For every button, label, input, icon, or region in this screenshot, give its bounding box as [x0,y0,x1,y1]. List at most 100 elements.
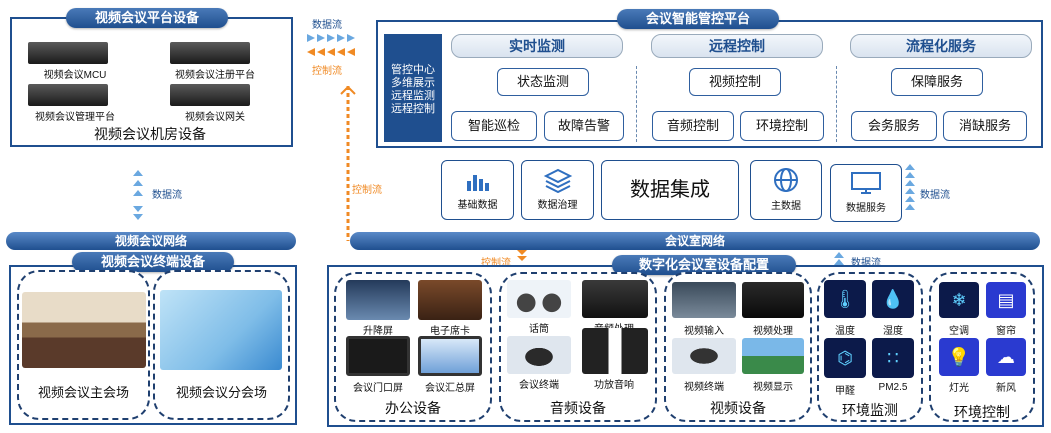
fresh-air-icon: ☁ [986,338,1026,376]
data-flow-label-left: 数据流 [152,190,182,201]
amplifier-speaker-image [582,328,648,374]
data-governance-card: 数据治理 [521,160,594,220]
section-realtime-monitor: 实时监测 [451,34,623,58]
main-venue-label: 视频会议主会场 [37,385,129,400]
device-label-register: 视频会议注册平台 [175,70,255,81]
e-name-card-label: 电子席卡 [430,326,470,337]
monitor-icon [851,172,881,194]
meeting-room-network-bar: 会议室网络 [350,232,1040,250]
server-icon [170,84,250,106]
smart-inspect-box: 智能巡检 [451,111,537,141]
summary-screen-label: 会议汇总屏 [425,383,475,394]
platform-devices-footer: 视频会议机房设备 [94,126,206,142]
pm25-icon: ∷ [872,338,914,378]
formaldehyde-icon: ⌬ [824,338,866,378]
temperature-label: 温度 [835,326,855,337]
lighting-icon: 💡 [939,338,979,376]
formaldehyde-label: 甲醛 [835,386,855,397]
control-flow-label-mid: 控制流 [352,185,382,196]
lift-screen-label: 升降屏 [363,326,393,337]
branch-venue-label: 视频会议分会场 [175,385,267,400]
video-input-label: 视频输入 [684,326,724,337]
side-text-line: 远程监测 [391,90,435,102]
branch-venue-image [160,290,282,370]
device-label-manage: 视频会议管理平台 [35,112,115,123]
env-control-group-label: 环境控制 [954,404,1010,420]
humidity-label: 湿度 [883,326,903,337]
bar-chart-icon [466,175,489,191]
data-flow-arrow-left [133,170,143,220]
summary-screen-image [418,336,482,376]
server-icon [28,84,108,106]
video-display-image [742,338,804,374]
env-control-box: 环境控制 [740,111,824,141]
air-conditioner-icon: ❄ [939,282,979,318]
video-group-label: 视频设备 [710,400,766,416]
video-input-image [672,282,736,318]
microphone-image [507,280,571,318]
side-text-line: 多维展示 [391,77,435,89]
support-service-box: 保障服务 [891,68,983,96]
basic-data-label: 基础数据 [457,200,498,211]
audio-processor-image [582,280,648,318]
data-flow-label-bottom: 数据流 [851,258,881,269]
lighting-label: 灯光 [949,383,969,394]
curtain-icon: ▤ [986,282,1026,318]
side-text-line: 远程控制 [391,103,435,115]
door-screen-image [346,336,410,376]
fault-alarm-box: 故障告警 [544,111,624,141]
video-processor-image [742,282,804,318]
meeting-service-box: 会务服务 [851,111,937,141]
temperature-icon: 🌡 [824,280,866,318]
section-remote-control: 远程控制 [651,34,823,58]
data-flow-arrow-right [905,164,915,210]
video-control-box: 视频控制 [689,68,781,96]
data-flow-arrow-up [834,252,844,265]
audio-control-box: 音频控制 [652,111,734,141]
control-flow-arrow-vertical [340,86,356,241]
defect-service-box: 消缺服务 [943,111,1027,141]
pm25-label: PM2.5 [878,382,908,393]
section-divider [836,66,837,142]
device-label-gateway: 视频会议网关 [185,112,245,123]
video-display-label: 视频显示 [753,382,793,393]
curtain-label: 窗帘 [996,326,1016,337]
server-icon [28,42,108,64]
data-service-card: 数据服务 [830,164,902,222]
data-integration-label: 数据集成 [630,179,710,201]
lift-screen-image [346,280,410,320]
control-flow-label-bottom: 控制流 [481,258,511,269]
globe-icon [774,168,798,192]
audio-group-label: 音频设备 [550,400,606,416]
data-governance-label: 数据治理 [537,200,578,211]
fresh-air-label: 新风 [996,383,1016,394]
control-flow-label-top: 控制流 [312,66,342,77]
platform-side-bar: 管控中心 多维展示 远程监测 远程控制 [384,34,442,142]
platform-devices-title: 视频会议平台设备 [66,8,228,28]
section-divider [636,66,637,142]
video-processor-label: 视频处理 [753,326,793,337]
config-title: 数字化会议室设备配置 [612,255,796,275]
video-conference-network-bar: 视频会议网络 [6,232,296,250]
master-data-card: 主数据 [750,160,822,220]
meeting-terminal-label: 会议终端 [519,380,559,391]
layers-icon [543,168,572,194]
control-flow-arrow-down [517,250,527,261]
device-label-mcu: 视频会议MCU [43,70,107,81]
video-terminal-label: 视频终端 [684,382,724,393]
air-conditioner-label: 空调 [949,326,969,337]
env-monitor-group-label: 环境监测 [842,402,898,418]
main-venue-image [22,292,146,368]
basic-data-card: 基础数据 [441,160,514,220]
flow-arrows-top [307,34,355,56]
terminal-title: 视频会议终端设备 [72,252,234,272]
section-process-service: 流程化服务 [850,34,1032,58]
master-data-label: 主数据 [771,201,801,212]
humidity-icon: 💧 [872,280,914,318]
data-flow-label-right: 数据流 [920,190,950,201]
amplifier-speaker-label: 功放音响 [594,380,634,391]
smart-platform-title: 会议智能管控平台 [617,9,779,29]
side-text-line: 管控中心 [391,64,435,76]
video-terminal-image [672,338,736,374]
meeting-terminal-image [507,336,571,374]
